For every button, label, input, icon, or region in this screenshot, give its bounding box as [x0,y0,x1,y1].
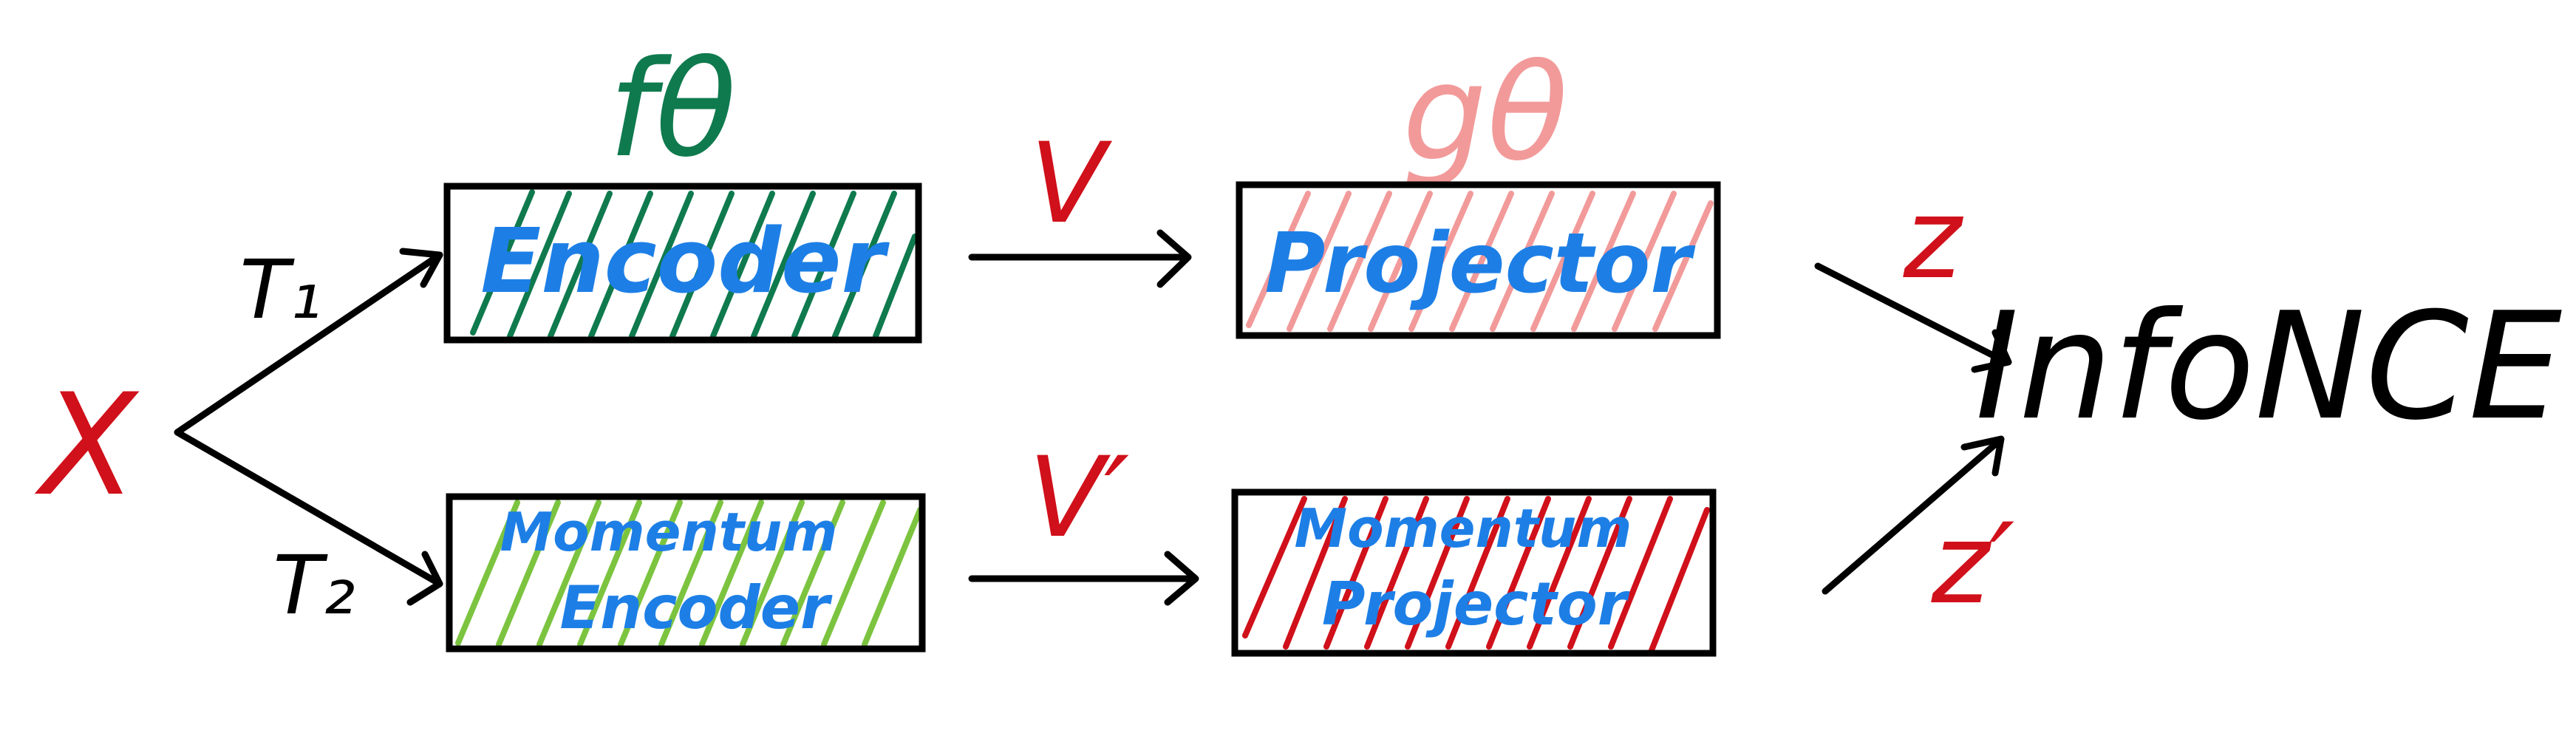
loss-label: InfoNCE [1975,281,2562,453]
encoder-symbol: fθ [608,33,737,187]
arrow-v-icon [968,229,1192,288]
projector-box: Projector [1236,181,1721,339]
momentum-projector-label-line2: Projector [1322,570,1630,638]
projector-label: Projector [1264,216,1696,312]
momentum-projector-box: Momentum Projector [1231,488,1717,657]
vector-label-v-prime: V′ [1029,434,1130,562]
arrow-v-prime-icon [968,551,1199,606]
input-label: X [34,364,140,527]
arrow-z-icon [1814,262,2012,373]
branch-fork-icon [174,248,443,606]
transform-label-top: T₁ [239,242,321,337]
momentum-encoder-box: Momentum Encoder [446,493,926,653]
arrow-z-prime-icon [1822,435,2005,595]
transform-label-bottom: T₂ [273,538,355,633]
encoder-label: Encoder [480,211,890,313]
output-label-z: z [1903,175,1964,304]
encoder-box: Encoder [443,183,922,344]
vector-label-v: V [1030,120,1113,248]
momentum-projector-label-line1: Momentum [1295,497,1632,559]
output-label-z-prime: z′ [1931,500,2015,629]
momentum-encoder-label-line2: Encoder [560,573,834,642]
projector-symbol: gθ [1403,36,1568,191]
momentum-encoder-label-line1: Momentum [500,501,838,563]
